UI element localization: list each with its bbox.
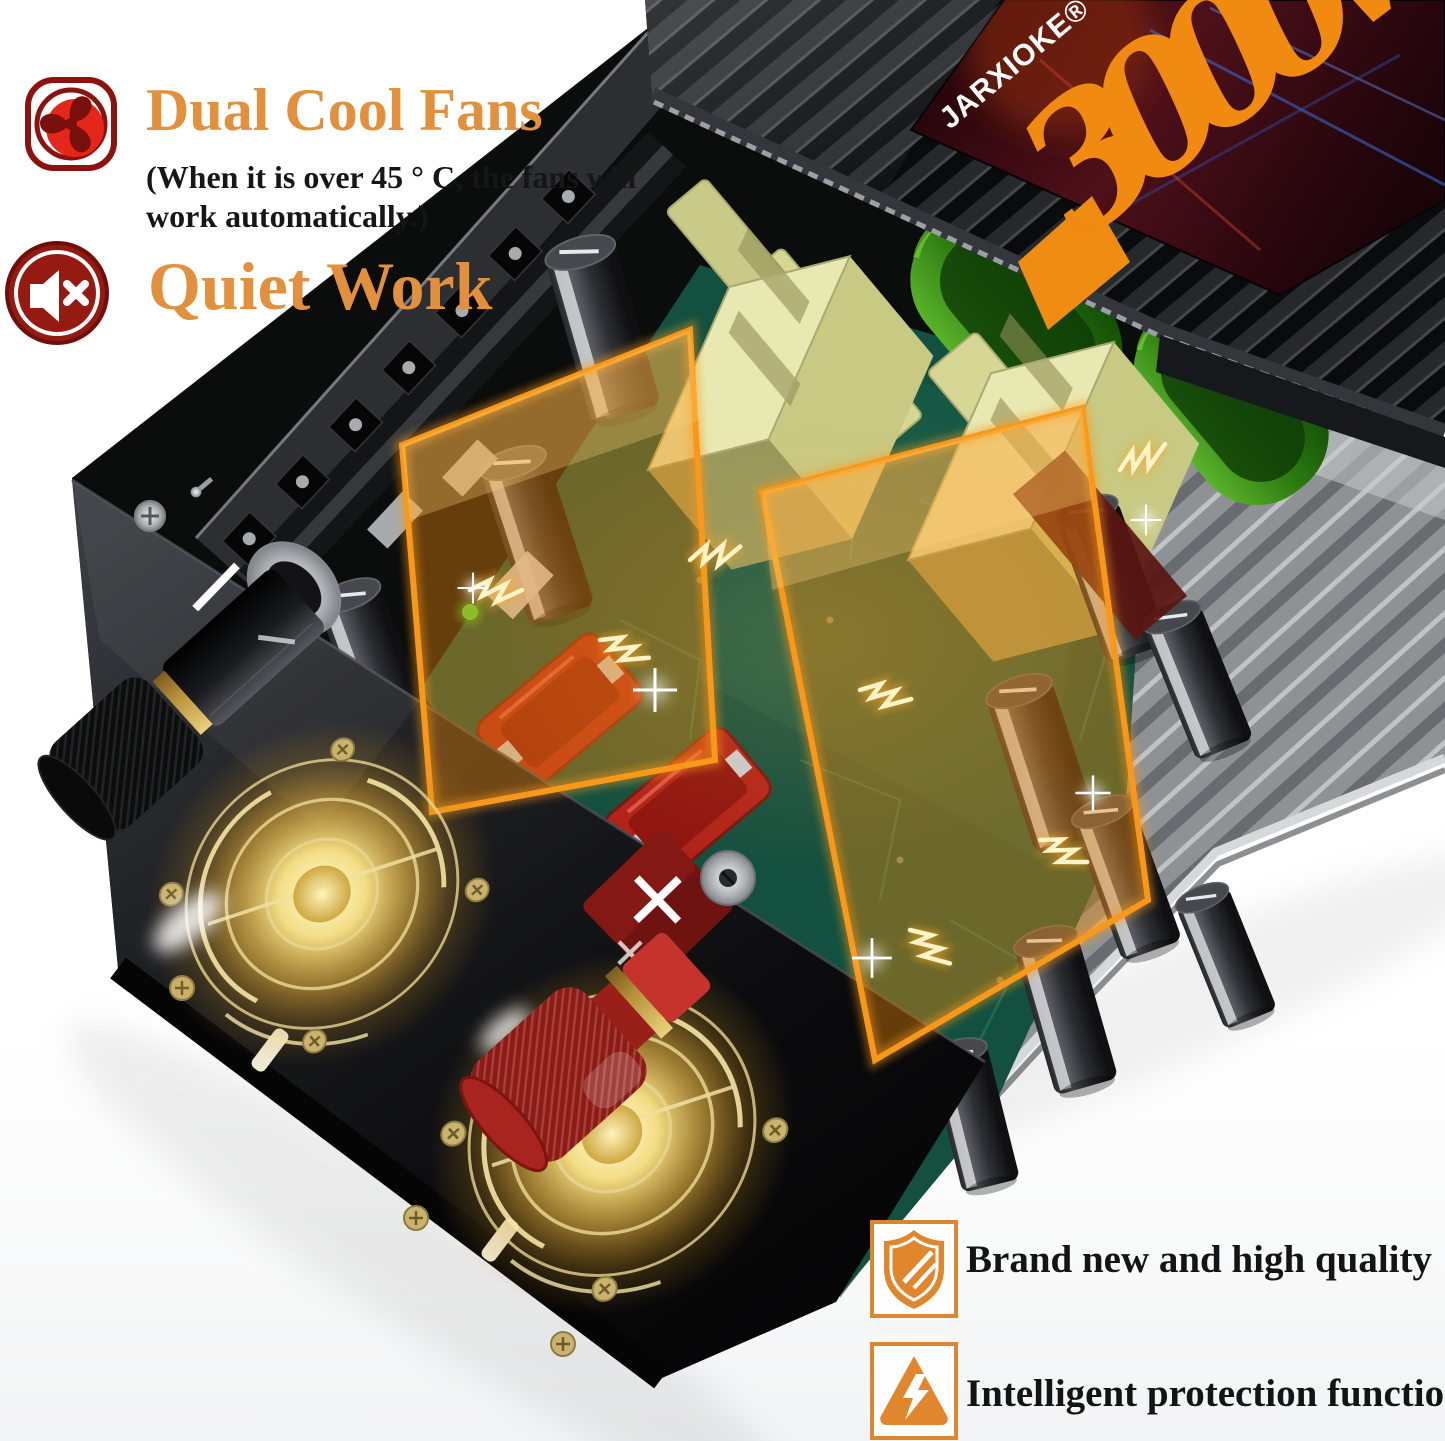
dual-cool-fans-title: Dual Cool Fans: [146, 77, 543, 143]
energy-sheet: [753, 399, 1156, 1072]
hot-flare: [153, 891, 223, 953]
brand-new-label: Brand new and high quality: [966, 1238, 1433, 1281]
fan-icon: [25, 77, 117, 171]
label-light-streaks: [965, 0, 1445, 252]
hot-flare: [480, 1008, 530, 1052]
product-label: JARXIOKE® 3000W: [909, 0, 1445, 330]
mute-icon: [5, 241, 109, 345]
intelligent-protection-label: Intelligent protection function: [966, 1372, 1445, 1415]
ambient-glow: [485, 410, 1145, 870]
chrome-bolt: [700, 850, 756, 906]
shield-icon: [884, 1230, 944, 1309]
positive-terminal: [459, 933, 711, 1172]
shield-icon-box: [870, 1220, 958, 1318]
quiet-work-title: Quiet Work: [148, 248, 493, 324]
panel-screws: [133, 477, 577, 1358]
dual-cool-fans-description: (When it is over 45 ° C, the fans will w…: [146, 159, 637, 235]
warning-icon-box: [870, 1342, 958, 1440]
label-orange-wedge: [1018, 196, 1130, 330]
lightning-triangle-icon: [880, 1356, 948, 1425]
negative-terminal: [37, 541, 342, 841]
